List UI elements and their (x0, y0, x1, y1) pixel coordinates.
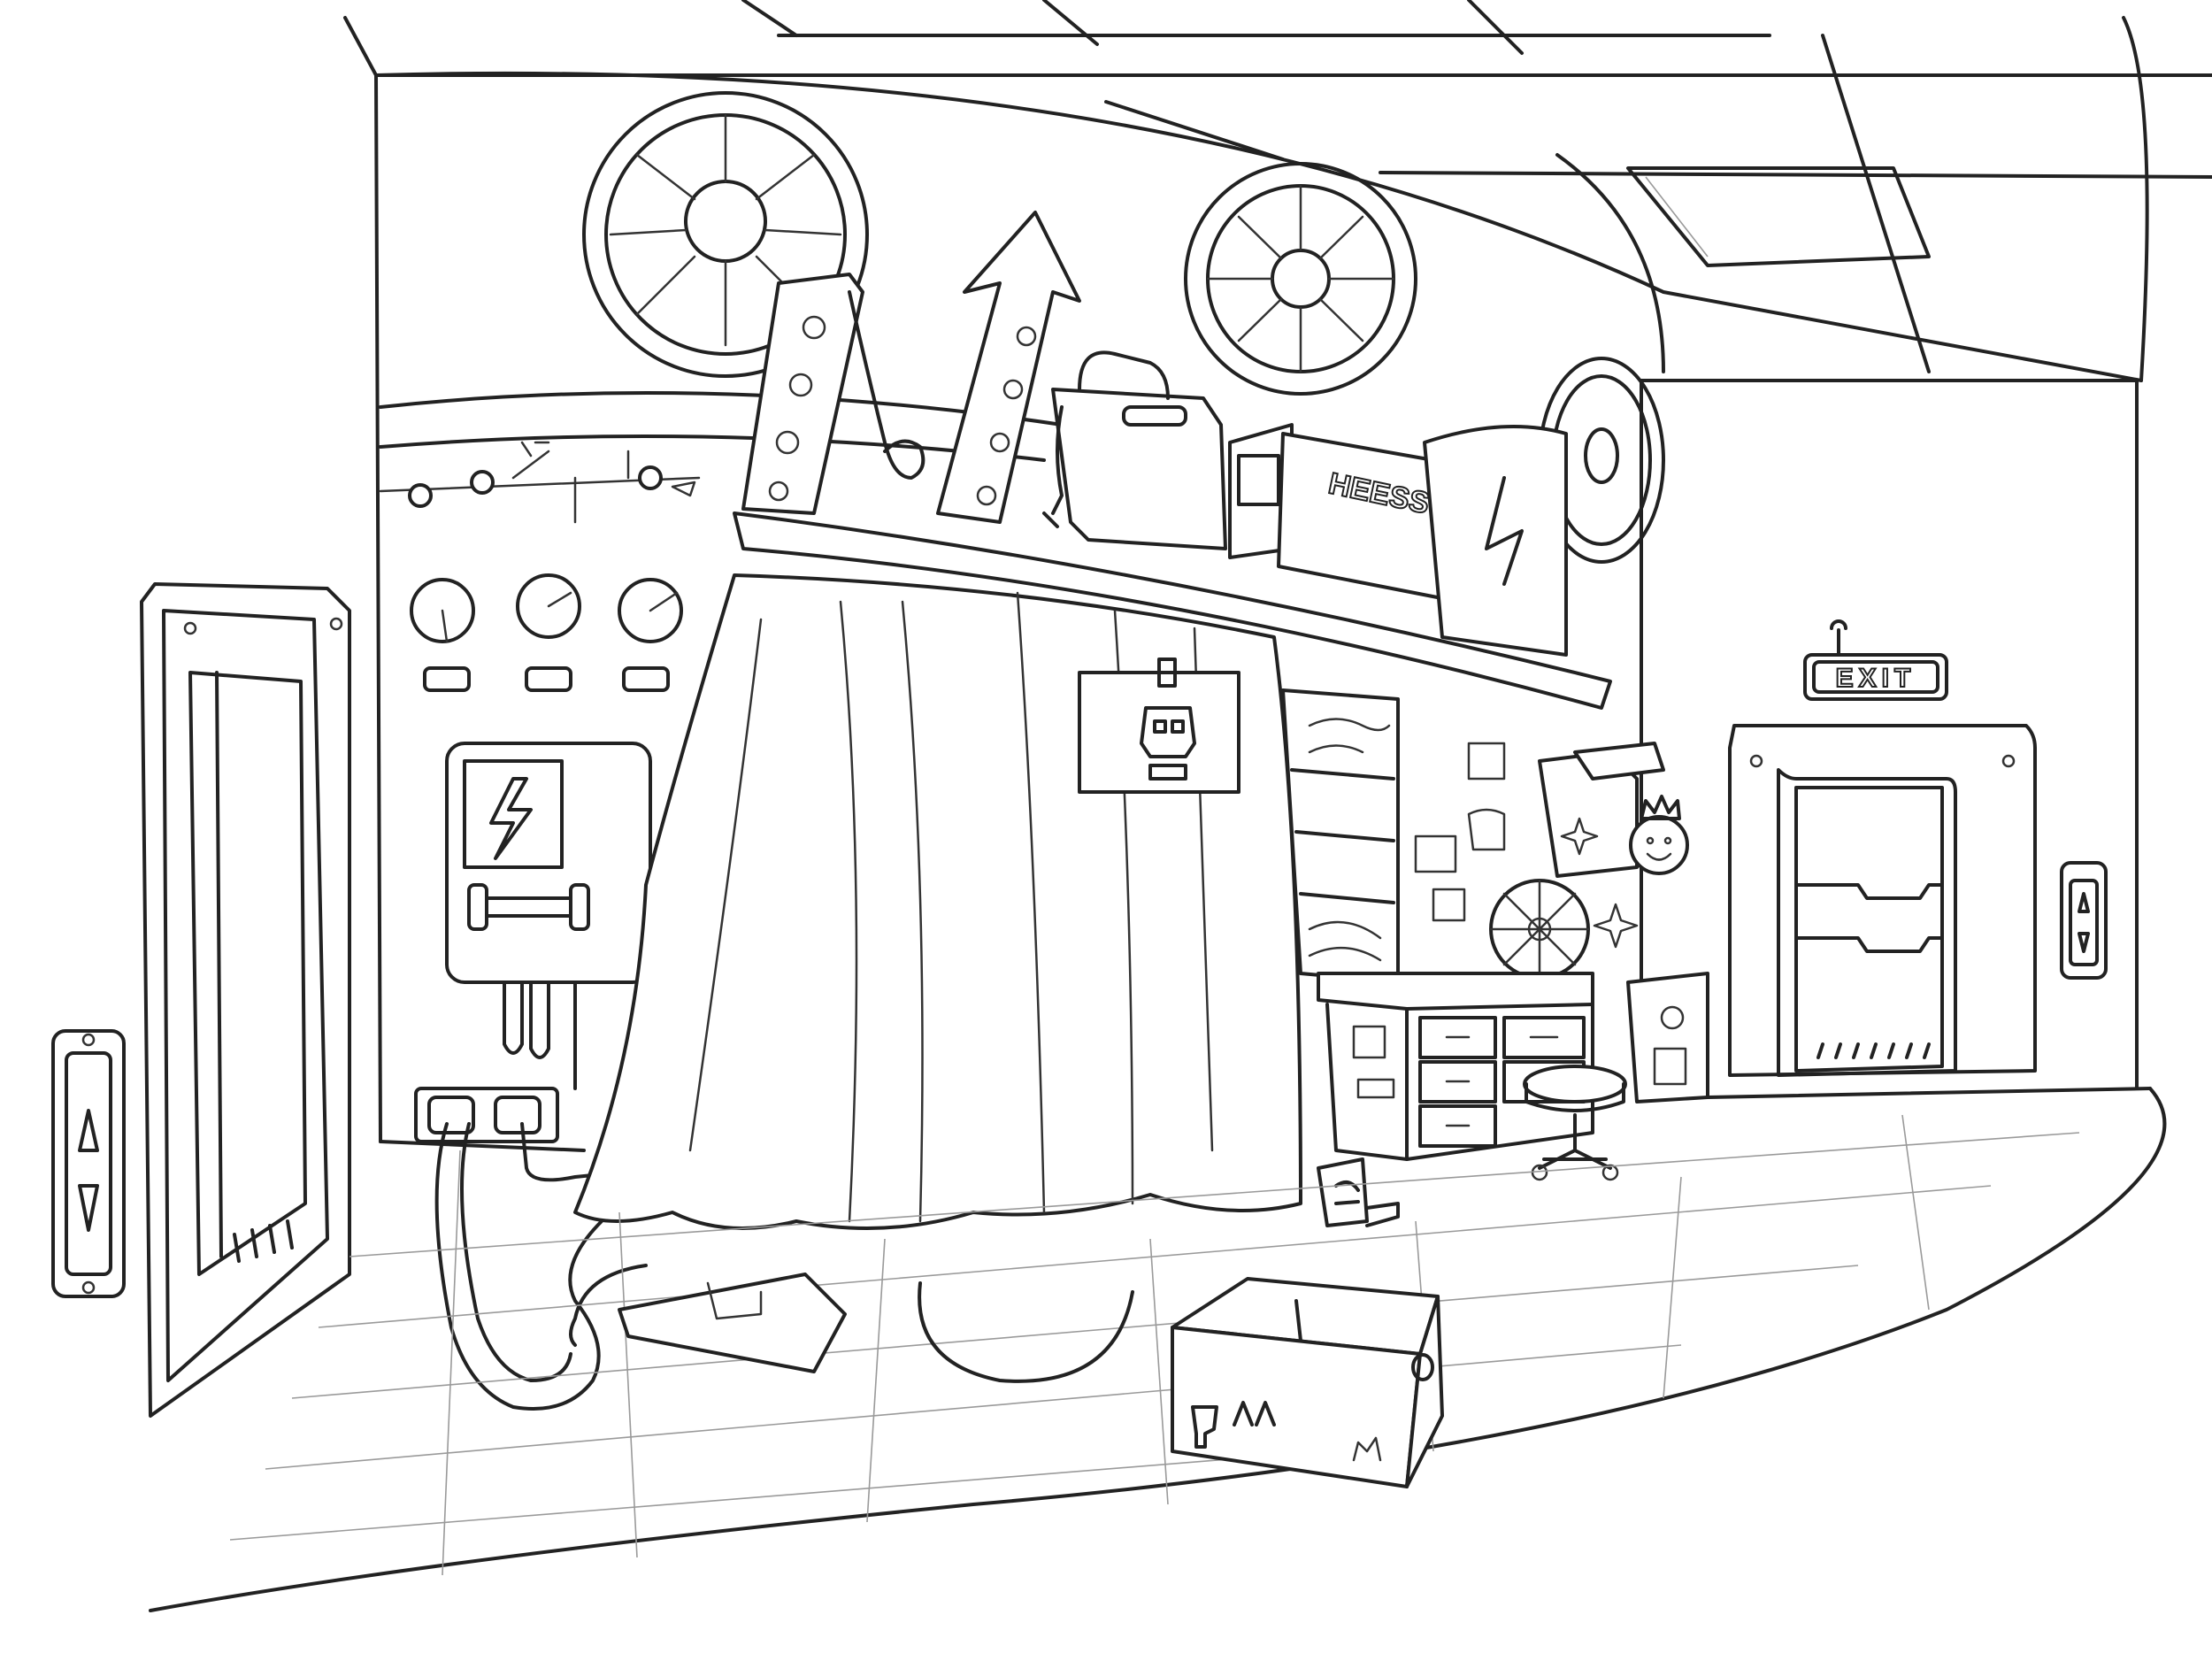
arrow-sign (936, 211, 1081, 524)
arrow-up-icon (78, 1109, 99, 1152)
stool (1523, 1065, 1627, 1181)
arcade-cabinet-small (1626, 972, 1709, 1103)
face-sticker (1629, 795, 1689, 875)
back-wall (374, 73, 2139, 1143)
drum (1423, 425, 1568, 657)
curtain-cable (918, 1281, 1134, 1383)
case (1042, 350, 1227, 550)
cabinet (1281, 688, 1400, 984)
outlet[interactable] (414, 1087, 559, 1143)
exit-sign: EXIT (1803, 619, 1948, 701)
exit-label: EXIT (1836, 664, 1916, 693)
side-door (140, 582, 351, 1418)
arrow-down-icon (2078, 932, 2090, 953)
skull-icon (1140, 706, 1196, 781)
skull-sign (1078, 657, 1240, 794)
cardboard-box (1171, 1277, 1444, 1488)
exit-door[interactable] (1728, 724, 2037, 1077)
lightning-icon (489, 777, 533, 860)
sparkle-icon (1593, 903, 1639, 949)
arcade-box: HEESS (1228, 423, 1471, 604)
sparkle-icon (1560, 817, 1599, 856)
power-box[interactable] (445, 742, 652, 1090)
arrow-down-icon (78, 1184, 99, 1232)
fragile-glass-icon (1191, 1405, 1218, 1449)
call-panel-right[interactable] (2060, 861, 2108, 980)
gauges (410, 573, 683, 692)
call-panel-left[interactable] (51, 1029, 126, 1298)
stacked-boxes (1538, 742, 1665, 949)
drawer-desk (1317, 972, 1594, 1161)
floor-paper (618, 1273, 847, 1373)
crown-icon (1640, 795, 1681, 820)
small-gadget (1317, 1157, 1400, 1227)
cables (434, 1122, 648, 1411)
alien-icon (1411, 1353, 1434, 1381)
desk-fan (1489, 879, 1590, 980)
this-side-up-icon (1233, 1401, 1276, 1426)
shelf (733, 511, 1612, 710)
arrow-up-icon (2078, 892, 2090, 913)
fan-icon (582, 91, 869, 378)
pinboard (1414, 742, 1506, 922)
marquee-sign (741, 273, 926, 515)
fan-icon (1184, 162, 1417, 396)
